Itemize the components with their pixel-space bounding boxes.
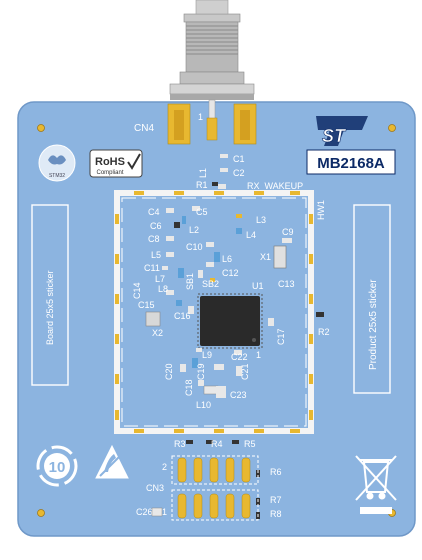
svg-text:X2: X2 — [152, 328, 163, 338]
svg-text:C18: C18 — [184, 379, 194, 396]
component-labels: C4 C5 C6 L2 C8 L3 L4 C9 C10 L5 L6 X1 C11… — [132, 207, 330, 410]
svg-text:X1: X1 — [260, 252, 271, 262]
svg-text:C15: C15 — [138, 300, 155, 310]
svg-text:L2: L2 — [189, 225, 199, 235]
svg-text:R7: R7 — [270, 495, 282, 505]
svg-text:2: 2 — [162, 462, 167, 472]
svg-text:L10: L10 — [196, 400, 211, 410]
svg-text:C6: C6 — [150, 221, 162, 231]
svg-text:L9: L9 — [202, 350, 212, 360]
svg-text:C20: C20 — [164, 363, 174, 380]
part-number-box — [306, 149, 396, 175]
product-sticker — [353, 204, 391, 394]
svg-text:1: 1 — [162, 507, 167, 517]
svg-text:C19: C19 — [196, 363, 206, 380]
svg-text:C13: C13 — [278, 279, 295, 289]
rohs-sublabel: Compliant — [96, 170, 123, 176]
svg-text:L4: L4 — [246, 230, 256, 240]
weee-bar — [360, 507, 392, 514]
svg-text:C9: C9 — [282, 227, 294, 237]
svg-text:C21: C21 — [240, 363, 250, 380]
product-sticker-label: Product 25x5 sticker — [368, 279, 379, 370]
svg-text:R5: R5 — [244, 439, 256, 449]
stm-logo: STM32 — [38, 144, 76, 182]
connector-pads — [167, 103, 257, 145]
board-sticker — [31, 204, 69, 386]
svg-text:U1: U1 — [252, 281, 264, 291]
svg-text:C5: C5 — [196, 207, 208, 217]
svg-text:R2: R2 — [318, 327, 330, 337]
svg-text:SB1: SB1 — [185, 273, 195, 290]
weee-icon — [355, 455, 397, 501]
esd-warning-icon — [95, 444, 129, 479]
svg-text:C17: C17 — [276, 328, 286, 345]
stm-logo-text: STM32 — [49, 173, 65, 179]
part-number: MB2168A — [317, 155, 385, 172]
svg-text:R6: R6 — [270, 467, 282, 477]
svg-text:L3: L3 — [256, 215, 266, 225]
svg-text:C2: C2 — [233, 168, 245, 178]
svg-text:C26: C26 — [136, 507, 153, 517]
inner-component-bodies — [145, 206, 324, 398]
rx-wakeup-label: RX_WAKEUP — [247, 181, 303, 191]
top-small-components — [212, 154, 228, 189]
rohs-badge: RoHS Compliant — [89, 149, 143, 178]
bottom-resistor-labels: R3 R4 R5 R6 R7 R8 — [174, 439, 282, 519]
cn3-label: CN3 — [146, 483, 164, 493]
svg-text:L1: L1 — [198, 168, 208, 178]
svg-text:L8: L8 — [158, 284, 168, 294]
svg-text:C8: C8 — [148, 234, 160, 244]
svg-text:L5: L5 — [151, 250, 161, 260]
svg-text:C10: C10 — [186, 242, 203, 252]
hw1-label: HW1 — [316, 200, 326, 220]
svg-text:C16: C16 — [174, 311, 191, 321]
svg-text:ST: ST — [322, 126, 347, 146]
cn3-header — [171, 455, 259, 521]
svg-text:L7: L7 — [155, 274, 165, 284]
rf-passives: L1 C1 C2 R1 RX_WAKEUP — [196, 154, 303, 191]
rohs-label: RoHS — [95, 156, 125, 168]
svg-text:R3: R3 — [174, 439, 186, 449]
svg-text:C12: C12 — [222, 268, 239, 278]
svg-text:C4: C4 — [148, 207, 160, 217]
c26-component — [151, 507, 163, 517]
board-sticker-label: Board 25x5 sticker — [45, 270, 55, 345]
svg-text:R8: R8 — [270, 509, 282, 519]
sma-connector — [169, 0, 255, 123]
svg-text:C22: C22 — [231, 352, 248, 362]
u1-pin-label: 1 — [256, 350, 261, 360]
cn4-label: CN4 — [134, 123, 154, 134]
st-logo: ST — [316, 116, 368, 146]
ecopack-logo: 10 — [36, 445, 78, 487]
svg-text:L6: L6 — [222, 254, 232, 264]
svg-text:C1: C1 — [233, 154, 245, 164]
svg-text:C14: C14 — [132, 282, 142, 299]
svg-text:C11: C11 — [144, 263, 160, 273]
svg-text:R4: R4 — [211, 439, 223, 449]
cn4-pin-label: 1 — [198, 112, 203, 122]
svg-text:SB2: SB2 — [202, 279, 219, 289]
rf-shield-frame — [114, 190, 314, 434]
svg-text:C23: C23 — [230, 390, 247, 400]
svg-text:R1: R1 — [196, 180, 208, 190]
ecopack-number: 10 — [49, 459, 66, 476]
cn3-labels: 2 CN3 1 C26 — [136, 462, 167, 517]
